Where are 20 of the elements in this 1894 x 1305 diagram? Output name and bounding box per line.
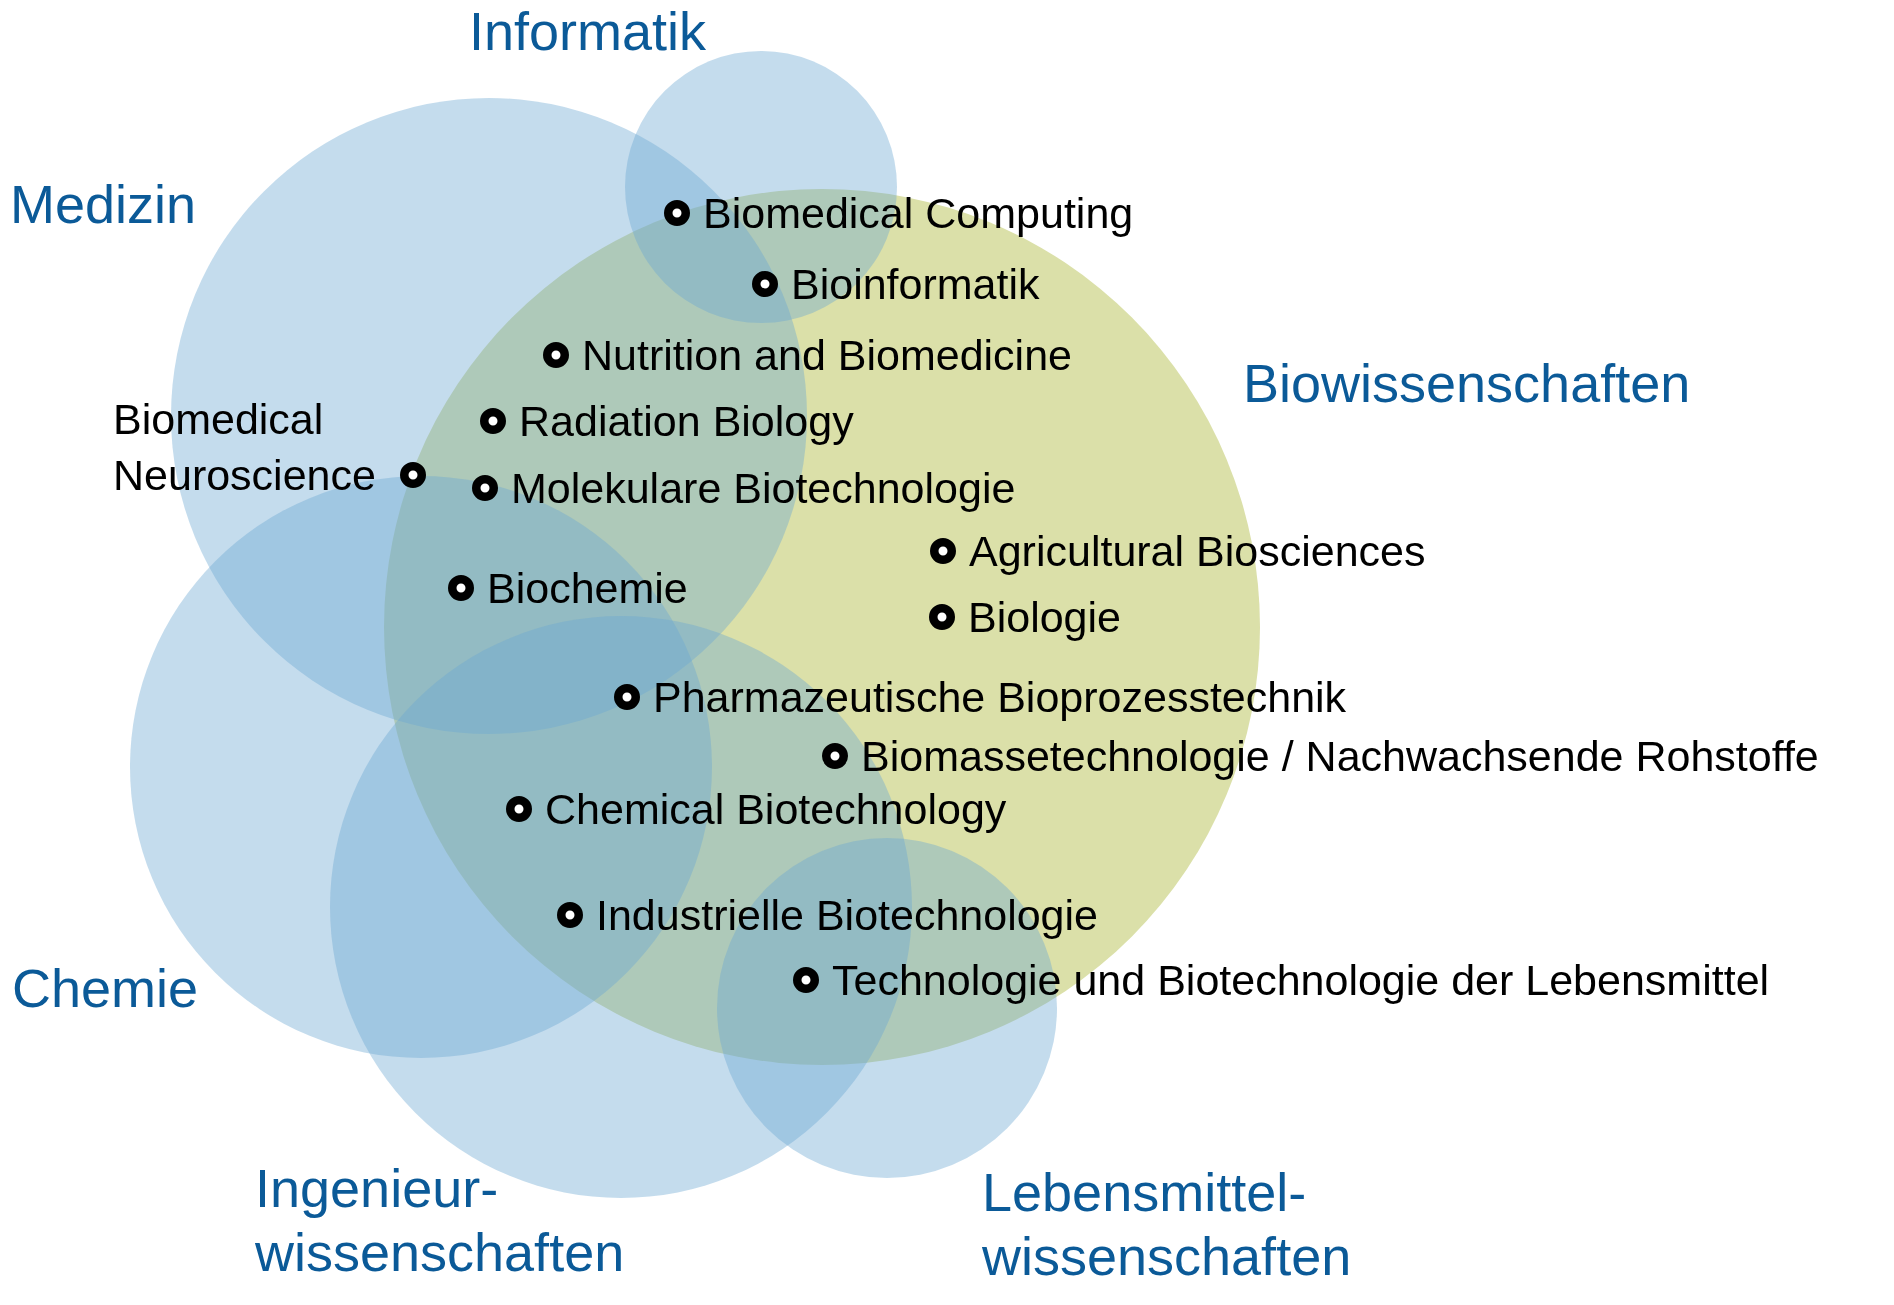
topic-label: Technologie und Biotechnologie der Lebensmittel	[832, 955, 1770, 1006]
topic-label: Biomedical Neuroscience	[113, 394, 377, 501]
topic-label: Agricultural Biosciences	[969, 526, 1426, 577]
category-heading: Lebensmittel- wissenschaften	[982, 1161, 1353, 1288]
topic-label: Biomassetechnologie / Nachwachsende Rohstoffe	[861, 731, 1819, 782]
category-heading: Informatik	[469, 0, 707, 63]
topic-label: Bioinformatik	[791, 259, 1040, 310]
topic-label: Chemical Biotechnology	[545, 784, 1007, 835]
topic-label: Biomedical Computing	[703, 188, 1134, 239]
topic-label: Pharmazeutische Bioprozesstechnik	[653, 672, 1347, 723]
category-heading: Chemie	[12, 957, 199, 1020]
category-heading: Ingenieur- wissenschaften	[255, 1157, 626, 1284]
category-heading: Medizin	[10, 173, 197, 236]
topic-label: Biochemie	[487, 563, 688, 614]
topic-label: Biologie	[968, 592, 1121, 643]
category-heading: Biowissenschaften	[1243, 352, 1691, 415]
topic-label: Nutrition and Biomedicine	[582, 330, 1072, 381]
topic-label: Radiation Biology	[519, 396, 854, 447]
topic-label: Industrielle Biotechnologie	[596, 890, 1098, 941]
topic-label: Molekulare Biotechnologie	[511, 463, 1016, 514]
